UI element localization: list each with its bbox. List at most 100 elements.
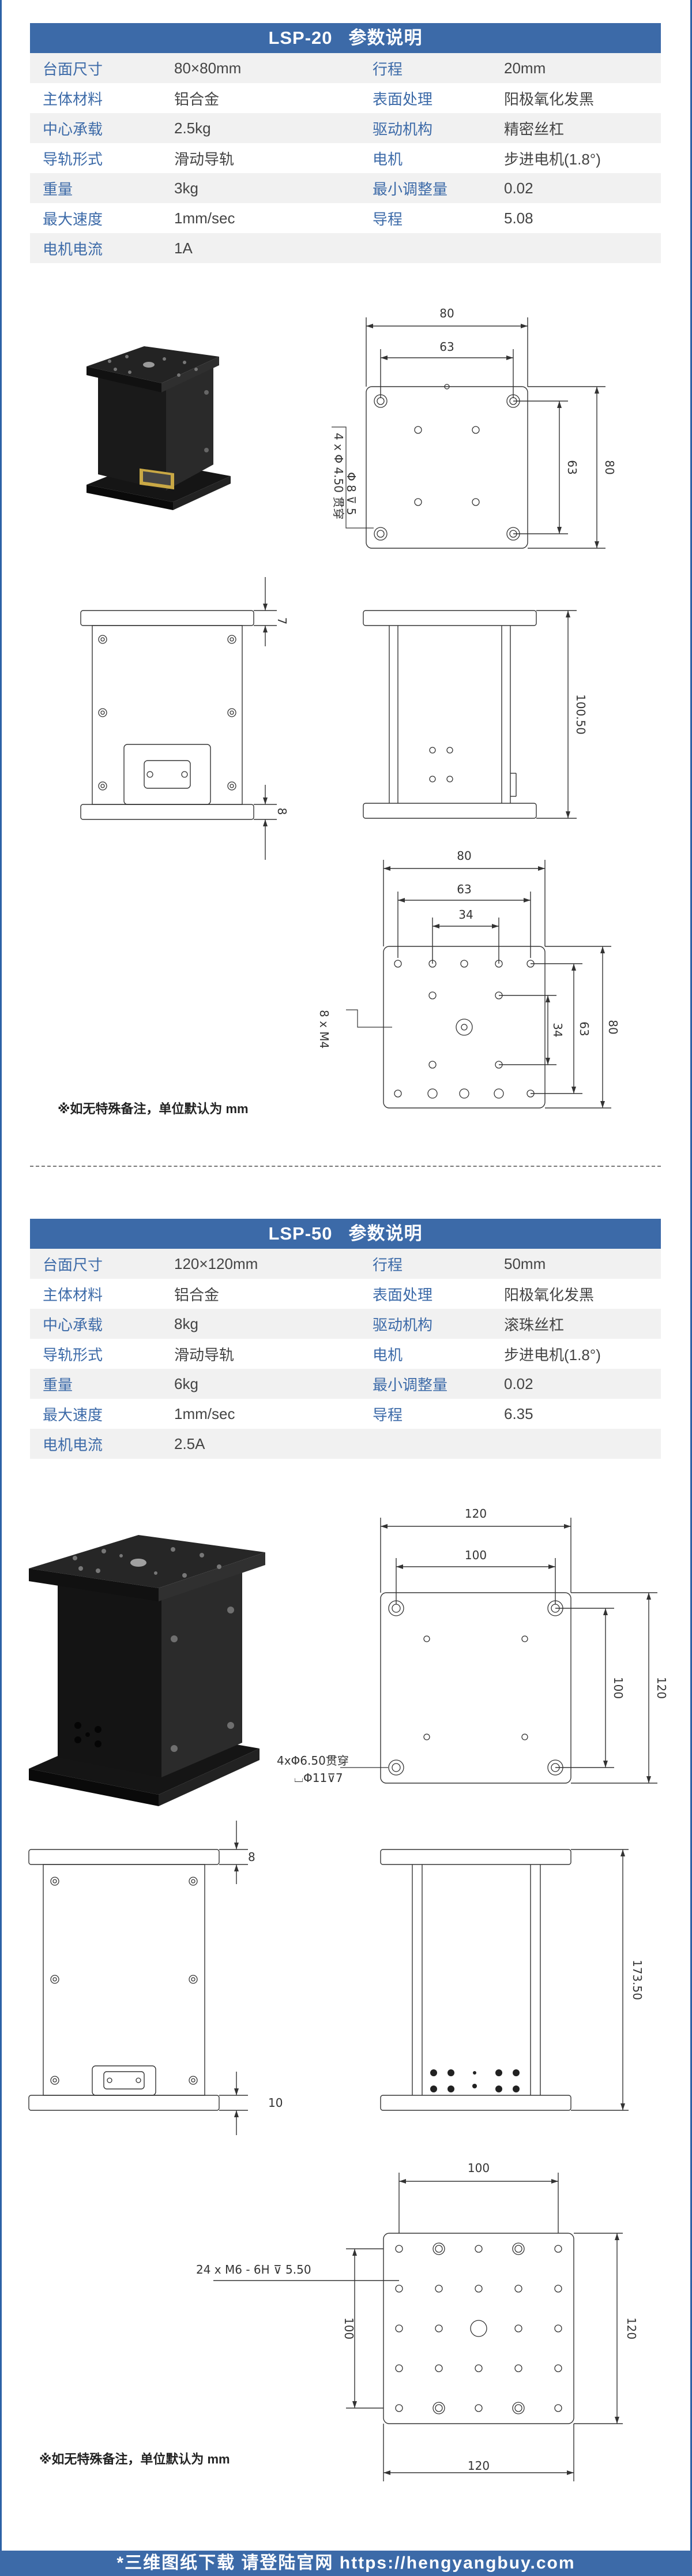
lsp50-product-photo [29,1535,265,1806]
spec-row: 导轨形式滑动导轨电机步进电机(1.8°) [30,143,661,173]
bottom-hole [435,2245,443,2253]
lsp20-bottom-v34-label: 34 [551,1023,565,1037]
lsp20-top-height-label: 80 [603,460,616,474]
lsp20-top-inner-label: 63 [439,340,454,354]
spec-value: 0.02 [491,173,661,203]
right-border-rule [690,0,692,2551]
spec-value: 0.02 [491,1369,661,1399]
lsp50-side-view-front: 8 10 [28,1821,283,2135]
lsp50-model: LSP-50 [268,1223,333,1244]
lsp50-hole-note-2: ⌴Φ11⊽7 [294,1771,343,1785]
lsp50-side-view-right: 173.50 [380,1849,644,2111]
spec-value: 80×80mm [161,53,360,83]
spec-label: 电机电流 [30,1429,161,1459]
spec-value: 3kg [161,173,360,203]
spec-label: 最大速度 [30,1399,161,1429]
spec-label: 驱动机构 [360,113,491,143]
lsp20-bottom-63-label: 63 [457,882,471,896]
bottom-hole [435,2364,443,2372]
spec-value: 阳极氧化发黑 [491,1279,661,1309]
lsp50-top-width-label: 120 [465,1507,487,1521]
bottom-hole [435,2324,443,2332]
lsp50-top-height-label: 120 [655,1677,668,1699]
spec-value: 步进电机(1.8°) [491,143,661,173]
bottom-hole [554,2364,562,2372]
spec-value [491,1429,661,1459]
spec-value: 50mm [491,1249,661,1279]
spec-label [360,1429,491,1459]
lsp20-top-view: 80 63 80 63 4 x Φ 4.50 贯穿 Φ 8 ⊽ 5 [332,306,616,549]
lsp50-hole-note: 4xΦ6.50贯穿 [277,1754,349,1768]
spec-label: 导程 [360,1399,491,1429]
spec-value: 滑动导轨 [161,1339,360,1369]
spec-value: 8kg [161,1309,360,1339]
lsp50-top-inner-label: 100 [465,1548,487,1562]
spec-label: 最小调整量 [360,1369,491,1399]
lsp20-side-top-label: 7 [275,617,289,625]
spec-label: 重量 [30,173,161,203]
bottom-hole [435,2404,443,2412]
spec-row: 主体材料铝合金表面处理阳极氧化发黑 [30,83,661,113]
spec-value: 6kg [161,1369,360,1399]
bottom-hole [554,2245,562,2253]
bottom-hole [475,2245,483,2253]
lsp50-top-height-inner-label: 100 [611,1677,625,1699]
bottom-hole [435,2285,443,2293]
bottom-hole-counterbore [512,2402,525,2414]
spec-value: 1A [161,233,360,263]
spec-label: 导轨形式 [30,1339,161,1369]
lsp50-title: 参数说明 [348,1223,423,1244]
spec-value: 步进电机(1.8°) [491,1339,661,1369]
lsp20-thread-label: 8 x M4 [317,1010,331,1049]
spec-label: 重量 [30,1369,161,1399]
spec-label: 台面尺寸 [30,1249,161,1279]
lsp20-bottom-34-label: 34 [458,908,473,922]
lsp20-top-height-inner-label: 63 [565,460,579,474]
lsp50-side-top-label: 8 [248,1850,255,1864]
lsp20-unit-note: ※如无特殊备注，单位默认为 mm [58,1102,249,1116]
spec-label: 行程 [360,53,491,83]
spec-label: 行程 [360,1249,491,1279]
section-divider [30,1166,661,1167]
spec-row: 主体材料铝合金表面处理阳极氧化发黑 [30,1279,661,1309]
spec-value: 滑动导轨 [161,143,360,173]
bottom-hole [514,2285,522,2293]
spec-label: 最小调整量 [360,173,491,203]
lsp50-unit-note: ※如无特殊备注，单位默认为 mm [39,2452,230,2466]
bottom-hole [475,2285,483,2293]
spec-value [491,233,661,263]
lsp20-side-view-right: 100.50 [363,610,588,819]
spec-value: 1mm/sec [161,1399,360,1429]
lsp50-thread-label: 24 x M6 - 6H ⊽ 5.50 [196,2263,311,2277]
lsp20-product-photo [86,346,231,510]
spec-label: 电机 [360,1339,491,1369]
lsp20-bottom-v80-label: 80 [606,1020,620,1034]
spec-value: 1mm/sec [161,203,360,233]
spec-value: 5.08 [491,203,661,233]
lsp20-hole-note: 4 x Φ 4.50 贯穿 [332,433,345,519]
bottom-hole [554,2404,562,2412]
footer-banner: *三维图纸下载 请登陆官网 https://hengyangbuy.com [0,2551,692,2576]
bottom-hole [554,2324,562,2332]
spec-label: 台面尺寸 [30,53,161,83]
spec-label: 主体材料 [30,83,161,113]
bottom-hole [395,2245,403,2253]
lsp50-bottom-width-top-label: 100 [468,2161,490,2175]
spec-label: 表面处理 [360,1279,491,1309]
lsp20-model: LSP-20 [268,28,333,48]
spec-value: 2.5A [161,1429,360,1459]
lsp20-hole-note-2: Φ 8 ⊽ 5 [344,472,358,515]
lsp50-bottom-width-label: 120 [468,2459,490,2473]
spec-value: 铝合金 [161,1279,360,1309]
spec-value: 2.5kg [161,113,360,143]
